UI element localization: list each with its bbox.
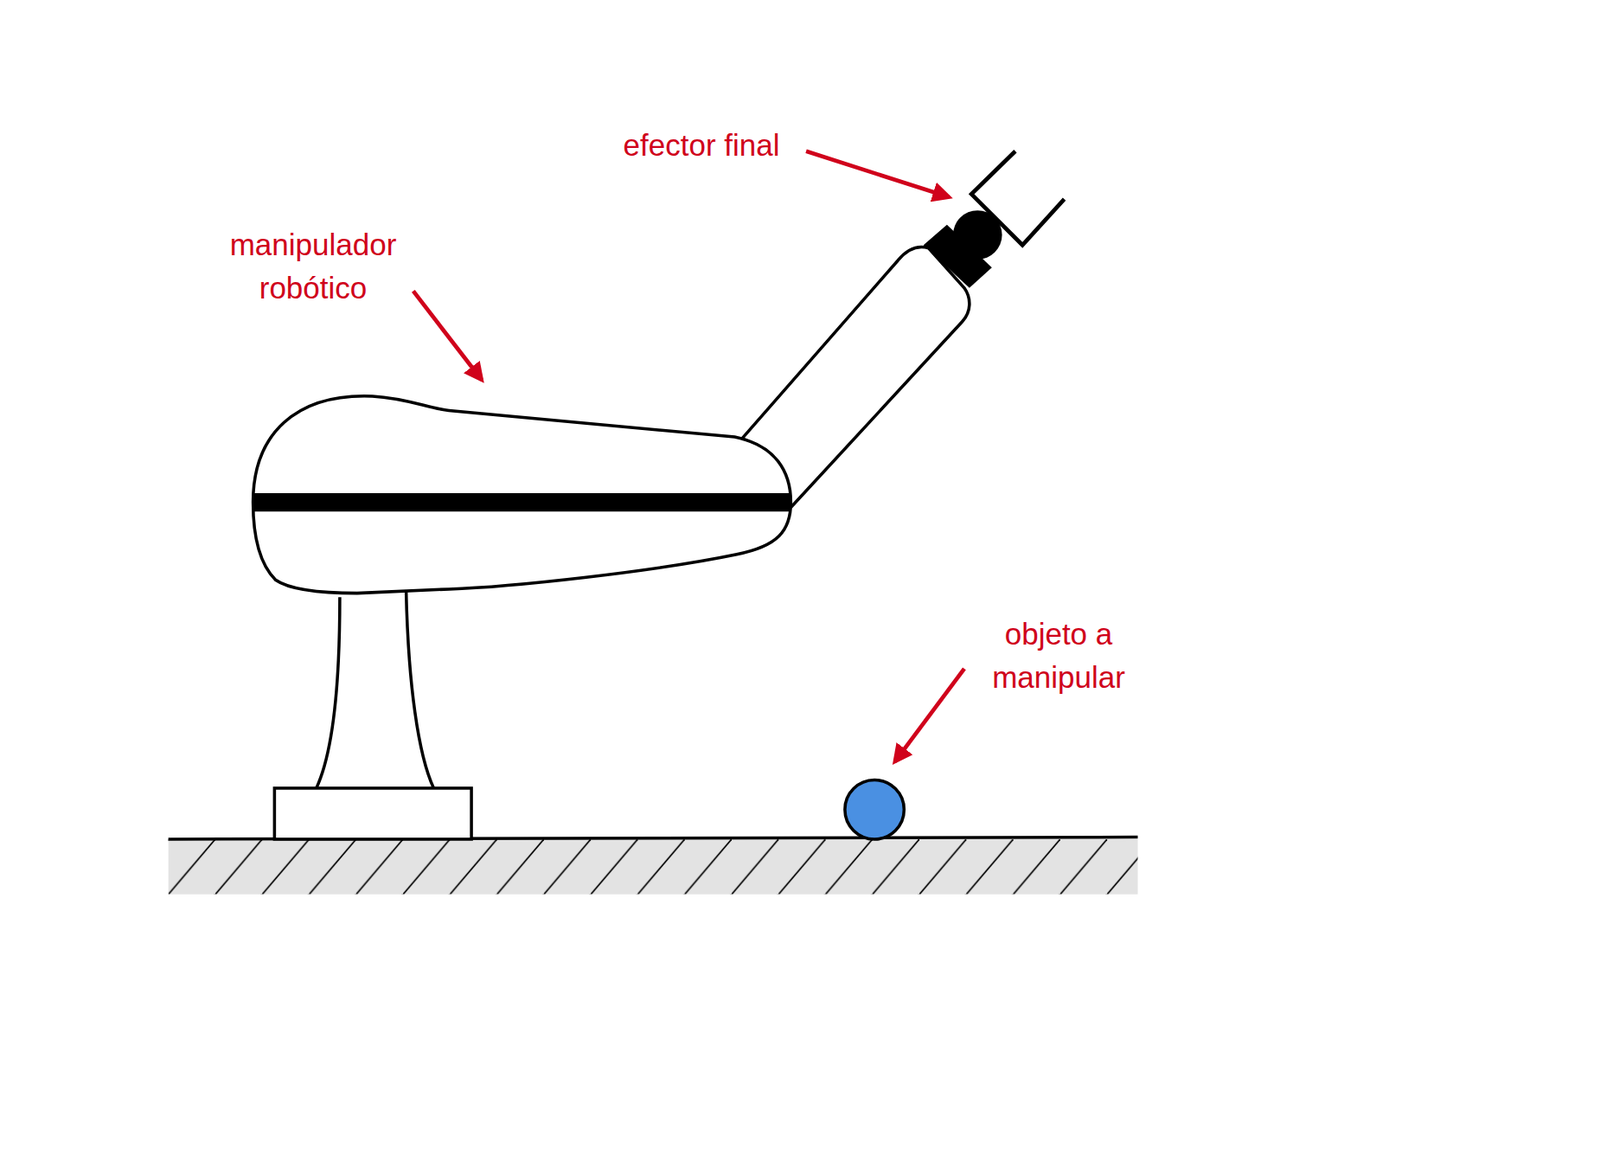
robot-upper-arm bbox=[253, 396, 792, 594]
leader-arrow bbox=[413, 290, 482, 380]
ground bbox=[168, 838, 1139, 895]
callout-label: manipulador robótico bbox=[204, 223, 422, 310]
callout-label: efector final bbox=[563, 123, 840, 167]
callout-label: objeto a manipular bbox=[959, 612, 1159, 699]
robot-pedestal bbox=[316, 589, 435, 788]
arm-stripe bbox=[253, 492, 792, 512]
leader-arrow bbox=[895, 668, 965, 762]
ground-hatch bbox=[168, 838, 1139, 895]
leader-arrow bbox=[806, 151, 949, 198]
gripper bbox=[971, 151, 1064, 246]
robot-base bbox=[274, 787, 472, 839]
object-ball bbox=[844, 780, 904, 839]
